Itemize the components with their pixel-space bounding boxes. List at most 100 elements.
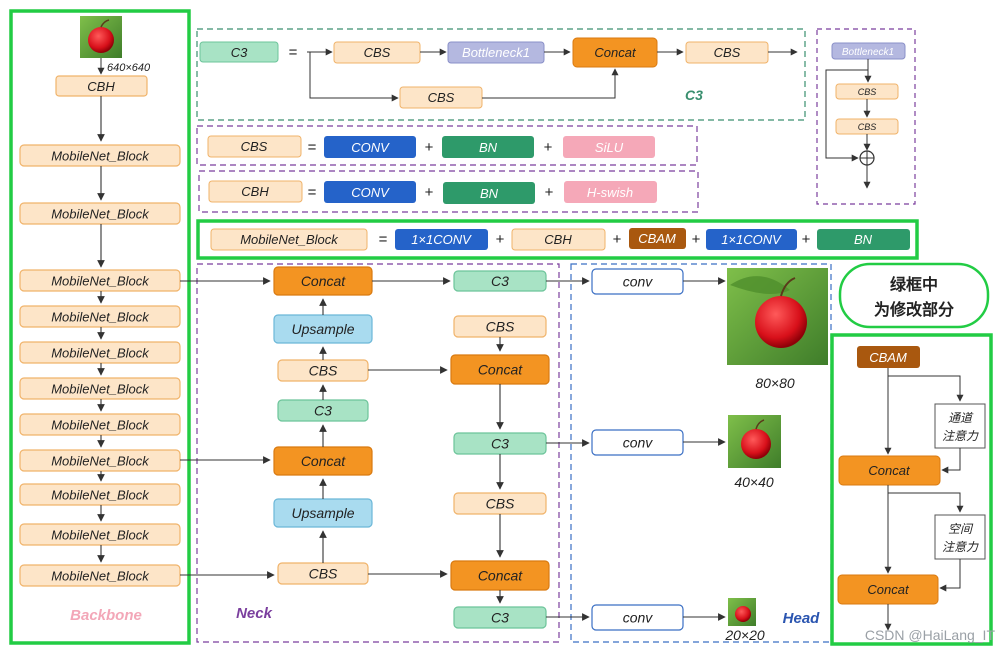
- cbh-eq-sign: =: [308, 184, 317, 201]
- neck-col2-5-label: CBS: [486, 496, 515, 512]
- cbam-concat1-label: Concat: [868, 463, 911, 478]
- head-frame: [570, 263, 832, 643]
- cbs-bn-label: BN: [479, 140, 498, 155]
- backbone-mobilenet-10-block: [19, 523, 181, 546]
- neck-col1-4-label: C3: [314, 403, 332, 419]
- mobilenet-conv2-block: [706, 229, 797, 250]
- spatial-attention-label-2: 注意力: [942, 540, 979, 554]
- mobilenet-eq-sign: =: [379, 231, 388, 248]
- neck-col1-5-label: Concat: [301, 453, 346, 469]
- bottleneck-cbs1-label: CBS: [858, 87, 877, 97]
- spatial-attention-block: [934, 514, 986, 560]
- cbs-silu-block: [563, 136, 655, 158]
- note-line1: 绿框中: [890, 275, 938, 294]
- mobilenet-cbh-block: [511, 228, 606, 251]
- cbam-title-block: [857, 346, 920, 368]
- head-conv-3-label: conv: [623, 610, 654, 626]
- backbone-mobilenet-7-label: MobileNet_Block: [51, 418, 150, 433]
- cbs-plus1: +: [425, 139, 434, 156]
- c3-concat-label: Concat: [594, 45, 637, 60]
- head-conv-1-label: conv: [623, 274, 654, 290]
- c3-cbs3-label: CBS: [428, 90, 455, 105]
- bottleneck-definition-frame: [816, 28, 916, 205]
- c3-caption: C3: [685, 87, 703, 103]
- mobilenet-cbh-label: CBH: [544, 232, 572, 247]
- mobilenet-plus4: +: [802, 231, 811, 248]
- bottleneck-title-label: Bottleneck1: [842, 47, 894, 58]
- c3-eq-sign: =: [289, 44, 298, 61]
- backbone-mobilenet-3-label: MobileNet_Block: [51, 274, 150, 289]
- cbs-plus2: +: [544, 139, 553, 156]
- note-line2: 为修改部分: [874, 300, 954, 319]
- mobilenet-conv2-label: 1×1CONV: [721, 232, 782, 247]
- backbone-mobilenet-9-label: MobileNet_Block: [51, 488, 150, 503]
- input-apple-image: [80, 16, 122, 58]
- mobilenet-cbam-block: [629, 228, 686, 249]
- neck-blocks: ConcatUpsampleCBSC3ConcatUpsampleCBSC3CB…: [180, 266, 550, 629]
- cbh-bn-label: BN: [480, 186, 499, 201]
- neck-col1-1-label: Concat: [301, 273, 346, 289]
- head-label: Head: [783, 610, 821, 627]
- backbone-mobilenet-4-label: MobileNet_Block: [51, 310, 150, 325]
- channel-attention-label-1: 通道: [948, 411, 974, 425]
- cbam-concat1-block: [838, 455, 941, 486]
- mobilenet-plus3: +: [692, 231, 701, 248]
- head-output-size-2: 40×40: [734, 474, 774, 490]
- mobilenet-cbam-label: CBAM: [638, 231, 676, 246]
- bottleneck-cbs2-label: CBS: [858, 122, 877, 132]
- c3-def-label: C3: [231, 45, 248, 60]
- head-conv-2-label: conv: [623, 435, 654, 451]
- c3-def-block: [199, 41, 279, 63]
- mobilenet-bn-label: BN: [854, 232, 873, 247]
- mobilenet-conv1-label: 1×1CONV: [411, 232, 472, 247]
- backbone-mobilenet-7-block: [19, 413, 181, 436]
- spatial-attention-label-1: 空间: [948, 522, 974, 536]
- neck-col1-3-label: CBS: [309, 363, 338, 379]
- channel-attention-label-2: 注意力: [942, 429, 979, 443]
- mobilenet-def-label: MobileNet_Block: [240, 232, 339, 247]
- cbh-conv-block: [324, 181, 416, 203]
- cbam-title-label: CBAM: [869, 350, 907, 365]
- cbam-detail-frame: [830, 333, 993, 646]
- backbone-mobilenet-9-block: [19, 483, 181, 506]
- backbone-mobilenet-1-block: [19, 144, 181, 167]
- backbone-mobilenet-10-label: MobileNet_Block: [51, 528, 150, 543]
- mobilenet-plus2: +: [613, 231, 622, 248]
- backbone-frame: [9, 9, 191, 645]
- backbone-mobilenet-2-block: [19, 202, 181, 225]
- cbh-hswish-block: [564, 181, 657, 203]
- cbs-bn-block: [442, 136, 534, 158]
- mobilenet-plus1: +: [496, 231, 505, 248]
- neck-frame: [196, 263, 560, 643]
- neck-col2-4-label: C3: [491, 436, 509, 452]
- input-size-label: 640×640: [107, 62, 151, 74]
- mobilenet-conv1-block: [395, 229, 488, 250]
- channel-attention-block: [934, 403, 986, 449]
- output-apple-image-medium: [728, 415, 781, 468]
- note-bubble: [838, 262, 990, 329]
- backbone-mobilenet-5-block: [19, 341, 181, 364]
- cbh-plus2: +: [545, 184, 554, 201]
- cbh-def-label: CBH: [241, 184, 269, 199]
- head-output-size-1: 80×80: [755, 375, 795, 391]
- watermark: CSDN @HaiLang_IT: [865, 627, 996, 643]
- cbh-conv-label: CONV: [351, 185, 390, 200]
- add-icon: [859, 150, 875, 166]
- cbs-def-block: [207, 135, 302, 158]
- c3-cbs2-label: CBS: [714, 45, 741, 60]
- c3-bottleneck-label: Bottleneck1: [462, 45, 530, 60]
- output-apple-image-small: [728, 598, 756, 626]
- cbs-silu-label: SiLU: [595, 140, 624, 155]
- backbone-mobilenet-2-label: MobileNet_Block: [51, 207, 150, 222]
- backbone-label: Backbone: [70, 607, 142, 624]
- backbone-mobilenet-6-label: MobileNet_Block: [51, 382, 150, 397]
- cbam-concat2-label: Concat: [867, 582, 910, 597]
- mobilenet-def-block: [210, 228, 368, 251]
- backbone-mobilenet-1-label: MobileNet_Block: [51, 149, 150, 164]
- cbh-hswish-label: H-swish: [587, 185, 633, 200]
- c3-definition-frame: [196, 28, 806, 121]
- cbs-conv-label: CONV: [351, 140, 390, 155]
- backbone-blocks: MobileNet_BlockMobileNet_BlockMobileNet_…: [19, 96, 181, 587]
